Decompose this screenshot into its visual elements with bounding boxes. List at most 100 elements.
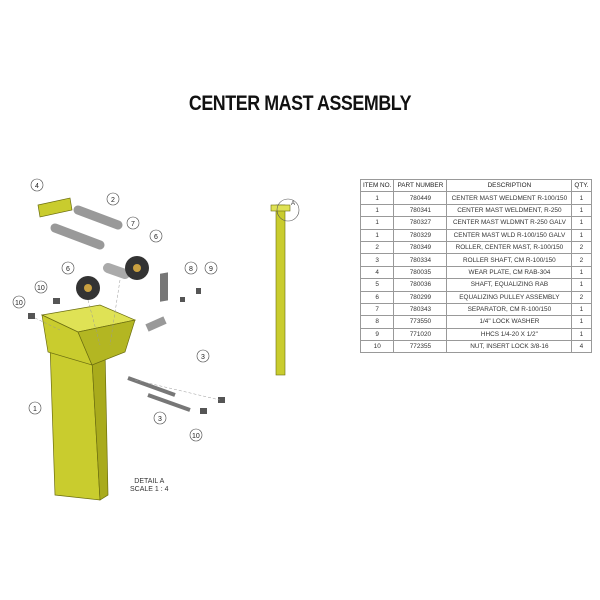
svg-text:6: 6	[66, 266, 70, 273]
cell-desc: HHCS 1/4-20 X 1/2"	[446, 327, 573, 342]
cell-desc: EQUALIZING PULLEY ASSEMBLY	[446, 290, 573, 304]
cell-qty: 2	[571, 253, 592, 267]
svg-text:7: 7	[131, 221, 135, 228]
callout: 3	[196, 349, 210, 363]
cell-item: 2	[359, 240, 395, 255]
cell-qty: 2	[571, 290, 592, 304]
center-mast-weldment	[40, 304, 137, 501]
callout: 8	[184, 261, 198, 275]
svg-text:1: 1	[33, 406, 37, 413]
detail-a-mast: A	[270, 198, 300, 376]
cell-part: 780329	[393, 228, 448, 242]
svg-text:2: 2	[111, 197, 115, 204]
cell-desc: CENTER MAST WLDMNT R-250 GALV	[446, 216, 573, 230]
cell-item: 1	[359, 216, 395, 230]
cell-part: 772355	[393, 340, 448, 354]
cell-desc: CENTER MAST WELDMENT, R-250	[446, 203, 573, 218]
callout: 10	[189, 428, 203, 442]
cell-item: 10	[359, 340, 395, 354]
cell-item: 8	[359, 315, 395, 329]
detail-label: DETAIL A SCALE 1 : 4	[130, 478, 169, 494]
separator	[103, 263, 130, 279]
cell-item: 7	[359, 302, 395, 317]
callout: 9	[204, 261, 218, 275]
cell-qty: 1	[571, 216, 592, 230]
callout: 10	[12, 295, 26, 309]
cell-part: 780334	[393, 253, 448, 267]
equalizing-shaft	[145, 316, 167, 332]
cell-part: 771020	[393, 327, 448, 342]
cell-item: 6	[359, 290, 395, 304]
table-header-row: ITEM NO. PART NUMBER DESCRIPTION QTY.	[359, 178, 592, 193]
svg-text:4: 4	[35, 183, 39, 190]
cell-item: 1	[359, 228, 395, 242]
cell-qty: 1	[571, 191, 592, 205]
cell-part: 780349	[393, 240, 448, 255]
callout: 2	[106, 192, 120, 206]
cell-item: 3	[359, 253, 395, 267]
detail-scale: SCALE 1 : 4	[130, 486, 169, 493]
cell-desc: ROLLER, CENTER MAST, R-100/150	[446, 240, 573, 255]
cell-part: 780343	[393, 302, 448, 317]
svg-text:10: 10	[37, 285, 45, 292]
svg-text:9: 9	[209, 266, 213, 273]
svg-text:6: 6	[154, 234, 158, 241]
page-title: CENTER MAST ASSEMBLY	[188, 92, 412, 115]
svg-text:10: 10	[15, 300, 23, 307]
cell-desc: SHAFT, EQUALIZING RAB	[446, 278, 573, 292]
header-description: DESCRIPTION	[446, 178, 573, 193]
svg-text:10: 10	[192, 433, 200, 440]
cell-part: 780341	[393, 203, 448, 218]
cell-qty: 1	[571, 302, 592, 317]
cell-qty: 2	[571, 240, 592, 255]
callout: 4	[30, 178, 44, 192]
callout: 3	[153, 411, 167, 425]
svg-text:3: 3	[158, 416, 162, 423]
callout: 7	[126, 216, 140, 230]
cell-item: 5	[359, 278, 395, 292]
cell-desc: SEPARATOR, CM R-100/150	[446, 302, 573, 317]
roller-shaft	[127, 376, 176, 397]
cell-desc: 1/4" LOCK WASHER	[446, 315, 573, 329]
cell-part: 780327	[393, 216, 448, 230]
cell-desc: WEAR PLATE, CM RAB-304	[446, 265, 573, 280]
detail-marker: A	[291, 201, 295, 207]
roller-shaft	[147, 393, 191, 412]
svg-text:8: 8	[189, 266, 193, 273]
callout: 6	[149, 229, 163, 243]
cell-part: 780035	[393, 265, 448, 280]
callout: 10	[34, 280, 48, 294]
roller	[50, 223, 105, 250]
cell-item: 1	[359, 203, 395, 218]
callout: 6	[61, 261, 75, 275]
cell-part: 780036	[393, 278, 448, 292]
cell-desc: NUT, INSERT LOCK 3/8-16	[446, 340, 573, 354]
cell-part: 780299	[393, 290, 448, 304]
cell-desc: ROLLER SHAFT, CM R-100/150	[446, 253, 573, 267]
cell-item: 9	[359, 327, 395, 342]
header-item-no: ITEM NO.	[359, 178, 395, 193]
header-qty: QTY.	[571, 178, 592, 193]
cell-qty: 1	[571, 278, 592, 292]
cell-qty: 1	[571, 315, 592, 329]
svg-text:3: 3	[201, 354, 205, 361]
callout: 1	[28, 401, 42, 415]
cell-qty: 1	[571, 265, 592, 280]
cell-qty: 1	[571, 228, 592, 242]
cell-qty: 1	[571, 203, 592, 218]
cell-qty: 4	[571, 340, 592, 354]
cell-item: 4	[359, 265, 395, 280]
